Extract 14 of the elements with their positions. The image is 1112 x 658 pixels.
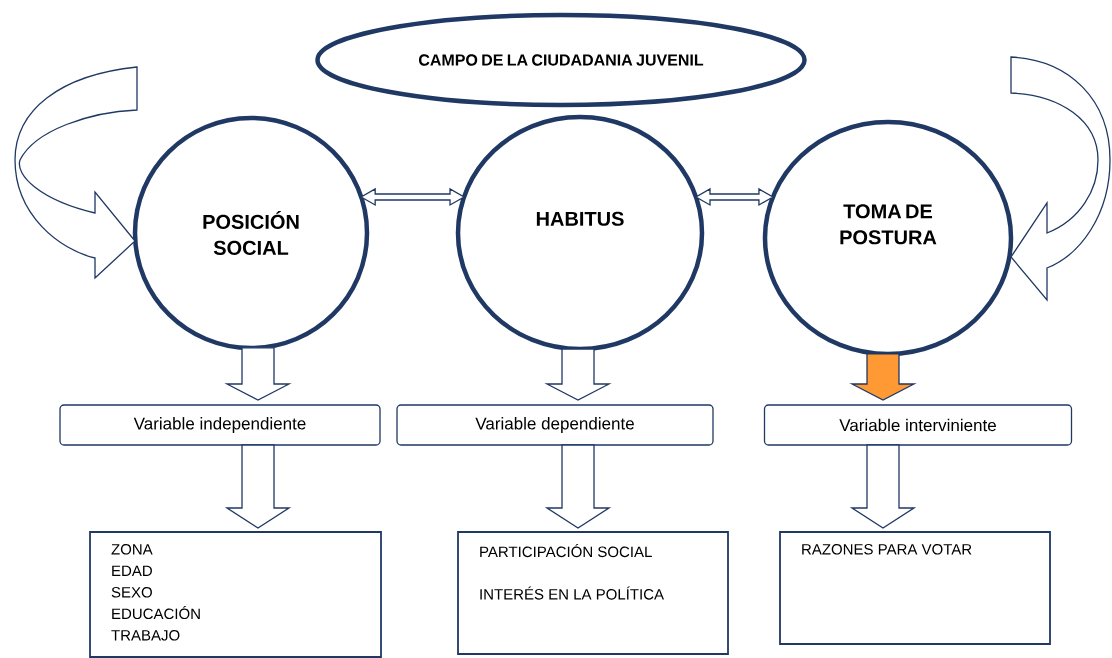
block-arrow bbox=[224, 444, 292, 529]
variable-box: Variable independiente bbox=[59, 404, 381, 446]
block-arrow bbox=[1010, 56, 1111, 301]
variable-box: Variable interviniente bbox=[763, 404, 1073, 446]
variable-box: Variable dependiente bbox=[396, 404, 714, 446]
block-arrow bbox=[224, 347, 292, 401]
list-box: ZONA EDAD SEXO EDUCACIÓN TRABAJO bbox=[89, 531, 382, 658]
block-arrow bbox=[849, 444, 917, 529]
block-arrow bbox=[544, 348, 612, 401]
block-arrow bbox=[544, 444, 612, 529]
list-box: PARTICIPACIÓN SOCIAL INTERÉS EN LA POLÍTICA bbox=[457, 531, 729, 655]
list-box: RAZONES PARA VOTAR bbox=[779, 531, 1051, 645]
block-arrow bbox=[849, 353, 917, 401]
block-arrow bbox=[14, 66, 138, 279]
